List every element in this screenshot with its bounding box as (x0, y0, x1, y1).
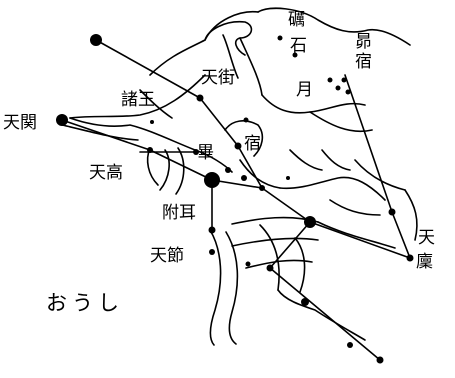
label-bou-a: 昴 (355, 32, 372, 52)
label-ten-b: 廩 (416, 252, 433, 272)
constellation-title: おうし (46, 291, 124, 315)
label-ten-a: 天 (418, 228, 435, 248)
star-upper-left (90, 34, 102, 46)
star-aldebaran (204, 172, 220, 188)
star-tenkan (56, 114, 68, 126)
star-elnath (304, 216, 316, 228)
constellation-lines (61, 39, 411, 361)
label-shaku-a: 礪 (288, 10, 305, 30)
label-shoou: 諸王 (121, 90, 155, 110)
label-bou-b: 宿 (355, 52, 372, 72)
label-tensetsu: 天節 (150, 246, 184, 266)
label-tenkan: 天関 (3, 113, 37, 133)
label-gatsu: 月 (296, 80, 313, 100)
label-tenkou: 天高 (89, 163, 123, 183)
label-shaku-b: 石 (290, 36, 307, 56)
label-shuku-hitsu: 宿 (244, 134, 261, 154)
label-tengai: 天街 (201, 68, 235, 88)
label-hitsu: 畢 (197, 143, 214, 163)
label-fuji: 附耳 (162, 203, 196, 223)
stars (56, 34, 414, 364)
